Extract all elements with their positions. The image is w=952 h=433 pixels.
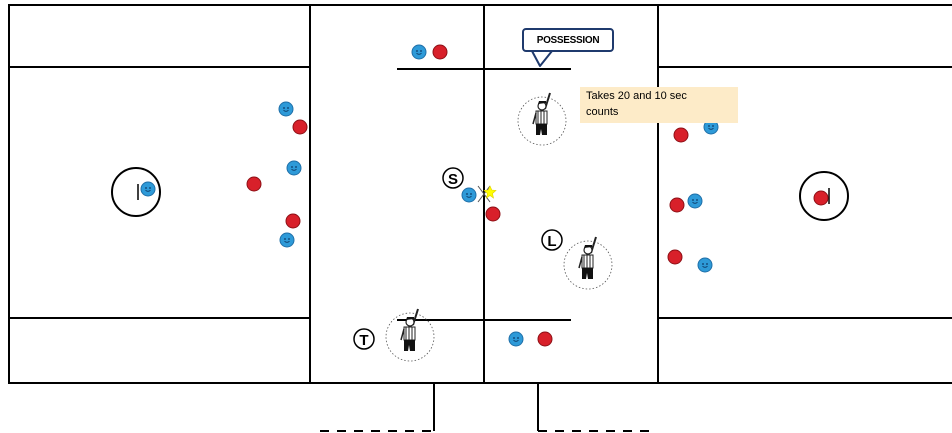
timing-note: Takes 20 and 10 sec counts (580, 87, 738, 123)
blue-player-5 (287, 161, 301, 175)
red-player-20 (538, 332, 552, 346)
red-player-16 (668, 250, 682, 264)
referee-center-figure (518, 93, 566, 145)
referee-lead-figure (564, 237, 612, 289)
timing-note-line-2: counts (586, 104, 732, 120)
possession-label: POSSESSION (537, 35, 600, 46)
svg-text:T: T (359, 332, 368, 349)
official-marker-t: T (354, 329, 374, 349)
official-marker-s: S (443, 168, 463, 188)
svg-text:S: S (448, 171, 458, 188)
blue-player-19 (509, 332, 523, 346)
possession-callout: POSSESSION (522, 28, 614, 52)
blue-player-3 (279, 102, 293, 116)
blue-player-9 (141, 182, 155, 196)
blue-player-10 (462, 188, 476, 202)
blue-player-1 (412, 45, 426, 59)
timing-note-line-1: Takes 20 and 10 sec (586, 88, 732, 104)
svg-text:L: L (547, 233, 556, 250)
red-player-14 (670, 198, 684, 212)
red-player-7 (286, 214, 300, 228)
referee-trail-figure (386, 309, 434, 361)
red-player-6 (247, 177, 261, 191)
red-player-4 (293, 120, 307, 134)
blue-player-8 (280, 233, 294, 247)
red-player-12 (674, 128, 688, 142)
official-marker-l: L (542, 230, 562, 250)
red-player-11 (486, 207, 500, 221)
blue-player-17 (698, 258, 712, 272)
callout-pointer (532, 51, 552, 66)
red-player-18 (814, 191, 828, 205)
blue-player-15 (688, 194, 702, 208)
red-player-2 (433, 45, 447, 59)
